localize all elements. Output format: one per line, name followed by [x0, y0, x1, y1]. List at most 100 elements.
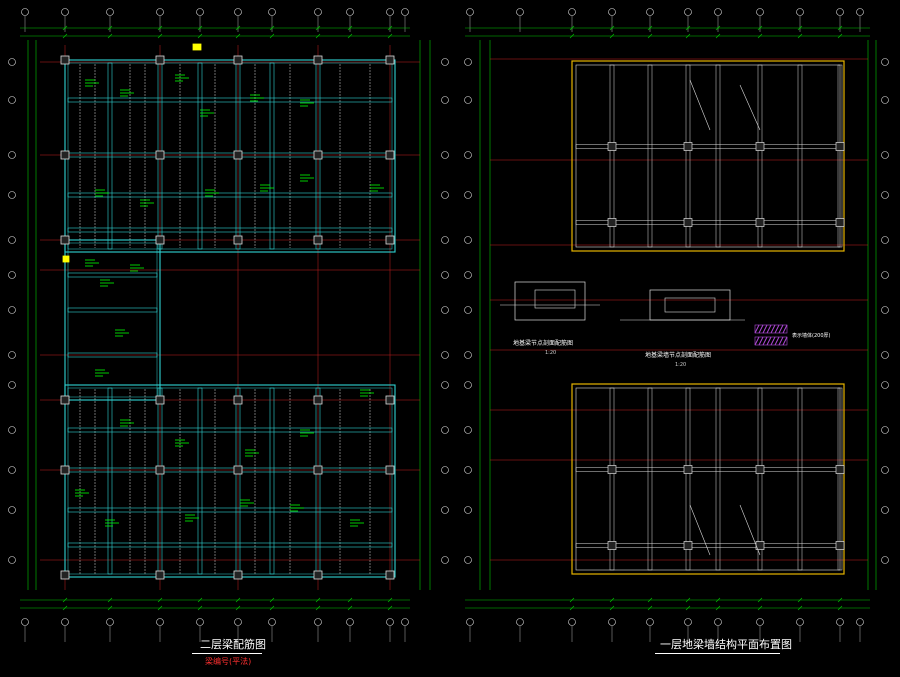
axis-bubble	[441, 306, 449, 314]
axis-bubble	[8, 381, 16, 389]
axis-bubble	[464, 426, 472, 434]
axis-bubble	[156, 8, 164, 16]
column-marker	[385, 395, 395, 405]
dimension-tick	[107, 33, 113, 39]
axis-bubble	[61, 8, 69, 16]
axis-bubble	[881, 351, 889, 359]
dimension-tick	[715, 25, 721, 31]
dimension-tick	[62, 597, 68, 603]
wall-hatch	[770, 336, 776, 346]
ground-beam-vertical	[837, 387, 843, 571]
dimension-tick	[235, 25, 241, 31]
ground-beam-vertical	[715, 64, 721, 248]
column-marker	[313, 570, 323, 580]
dimension-tick	[797, 33, 803, 39]
dimension-tick	[757, 25, 763, 31]
dimension-tick	[235, 605, 241, 611]
axis-bubble	[441, 506, 449, 514]
ground-beam-inner	[575, 64, 841, 248]
detail-section-2	[649, 289, 731, 321]
detail-section-1	[514, 281, 586, 321]
beam-horizontal	[67, 192, 393, 198]
left-plan-beam-layout	[60, 43, 396, 580]
axis-bubble	[156, 618, 164, 626]
dimension-tick	[757, 605, 763, 611]
column-marker	[60, 55, 70, 65]
dimension-tick	[647, 597, 653, 603]
axis-bubble	[466, 618, 474, 626]
axis-bubble	[881, 306, 889, 314]
axis-bubble	[714, 618, 722, 626]
column-marker	[313, 150, 323, 160]
dimension-tick	[757, 33, 763, 39]
axis-bubble	[401, 618, 409, 626]
wall-hatch	[782, 336, 788, 346]
dimension-tick	[609, 597, 615, 603]
wall-hatch	[770, 324, 776, 334]
axis-bubble	[464, 151, 472, 159]
dimension-tick	[197, 597, 203, 603]
stair-diagonal	[739, 504, 761, 556]
axis-bubble	[441, 96, 449, 104]
dimension-tick	[685, 33, 691, 39]
axis-bubble	[464, 556, 472, 564]
axis-bubble	[234, 8, 242, 16]
axis-bubble	[881, 236, 889, 244]
axis-bubble	[756, 618, 764, 626]
pile-cap-marker	[755, 465, 765, 474]
dimension-tick	[347, 25, 353, 31]
column-marker	[60, 395, 70, 405]
axis-bubble	[21, 618, 29, 626]
dimension-tick	[235, 597, 241, 603]
dimension-tick	[315, 25, 321, 31]
wall-hatch	[762, 336, 768, 346]
dimension-tick	[569, 25, 575, 31]
ground-beam-vertical	[797, 387, 803, 571]
column-marker	[60, 465, 70, 475]
highlight-marker	[62, 255, 70, 263]
pile-cap-marker	[835, 465, 845, 474]
axis-bubble	[441, 191, 449, 199]
column-marker	[385, 465, 395, 475]
wall-hatch	[758, 336, 764, 346]
axis-bubble	[8, 351, 16, 359]
axis-bubble	[8, 426, 16, 434]
dimension-tick	[157, 33, 163, 39]
dimension-tick	[269, 605, 275, 611]
beam-horizontal	[67, 272, 158, 278]
wall-hatch	[754, 336, 760, 346]
detail-scale-2: 1:20	[675, 362, 687, 368]
axis-bubble	[106, 618, 114, 626]
axis-bubble	[881, 426, 889, 434]
beam-vertical	[197, 387, 203, 575]
dimension-tick	[685, 597, 691, 603]
slab-boundary	[571, 383, 845, 575]
axis-bubble	[8, 96, 16, 104]
ground-beam-vertical	[837, 64, 843, 248]
axis-bubble	[646, 8, 654, 16]
dimension-tick	[62, 33, 68, 39]
axis-bubble	[234, 618, 242, 626]
ground-beam-vertical	[647, 64, 653, 248]
axis-bubble	[881, 96, 889, 104]
beam-horizontal	[67, 352, 158, 358]
column-marker	[385, 570, 395, 580]
dimension-tick	[797, 597, 803, 603]
detail-caption-1: 地基梁节点剖面配筋图	[513, 340, 574, 347]
dimension-tick	[387, 605, 393, 611]
beam-outline	[64, 384, 396, 578]
axis-bubble	[8, 151, 16, 159]
column-marker	[233, 150, 243, 160]
axis-bubble	[464, 96, 472, 104]
pile-cap-marker	[607, 218, 617, 227]
axis-bubble	[441, 151, 449, 159]
dimension-tick	[569, 33, 575, 39]
ground-beam-vertical	[609, 64, 615, 248]
dimension-tick	[347, 33, 353, 39]
dimension-tick	[197, 33, 203, 39]
wall-hatch	[766, 336, 772, 346]
dimension-tick	[647, 605, 653, 611]
dimension-tick	[269, 25, 275, 31]
wall-hatch	[774, 324, 780, 334]
column-marker	[313, 55, 323, 65]
